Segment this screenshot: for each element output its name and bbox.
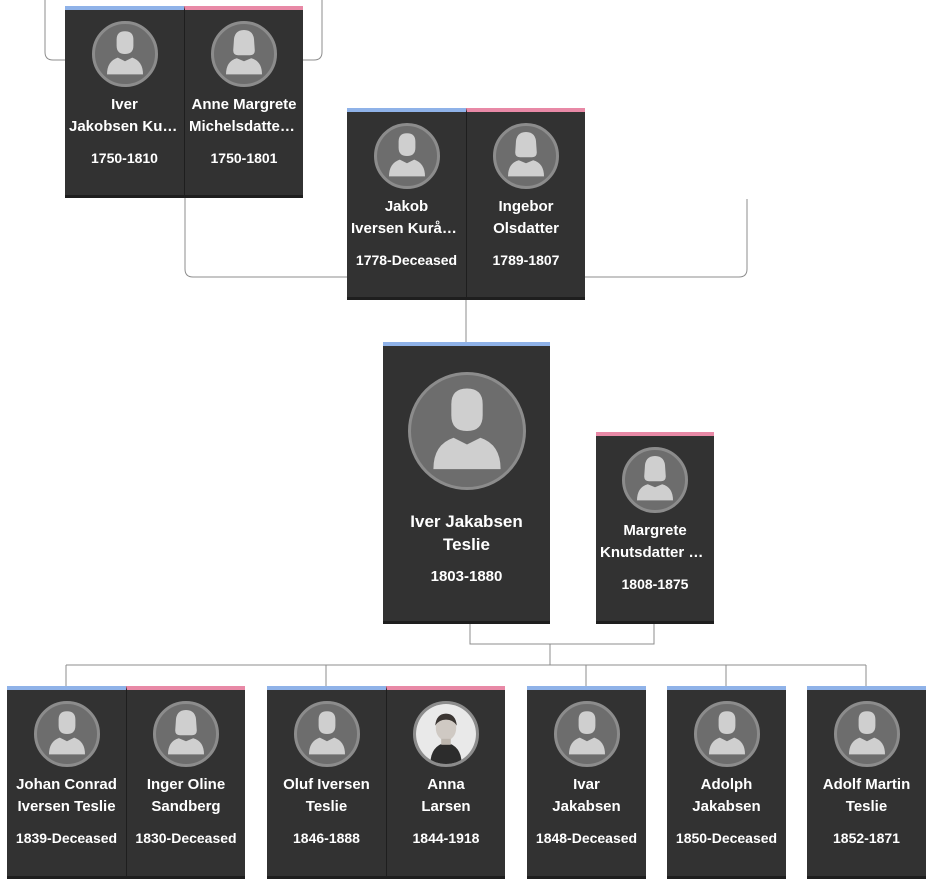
person-dates: 1844-1918	[412, 830, 480, 846]
male-silhouette-icon	[33, 701, 100, 767]
person-dates: 1789-1807	[492, 252, 560, 268]
person-dates: 1852-1871	[833, 830, 900, 846]
person-dates: 1750-1801	[210, 150, 278, 166]
portrait-photo-icon	[413, 701, 479, 767]
male-silhouette-icon	[833, 701, 900, 767]
male-silhouette-icon	[407, 372, 526, 490]
male-silhouette-icon	[91, 21, 158, 87]
male-silhouette-icon	[373, 123, 440, 189]
female-silhouette-icon	[211, 21, 277, 87]
male-silhouette-icon	[693, 701, 760, 767]
male-silhouette-icon	[553, 701, 620, 767]
person-dates: 1808-1875	[621, 576, 689, 592]
person-dates: 1830-Deceased	[135, 830, 237, 846]
person-dates: 1850-Deceased	[675, 830, 778, 846]
female-silhouette-icon	[493, 123, 559, 189]
person-dates: 1778-Deceased	[355, 252, 458, 268]
male-silhouette-icon	[293, 701, 360, 767]
person-dates: 1846-1888	[293, 830, 360, 846]
female-silhouette-icon	[153, 701, 219, 767]
person-dates: 1803-1880	[430, 568, 503, 585]
person-dates: 1848-Deceased	[535, 830, 638, 846]
person-dates: 1750-1810	[91, 150, 158, 166]
female-silhouette-icon	[622, 447, 688, 513]
person-dates: 1839-Deceased	[15, 830, 118, 846]
